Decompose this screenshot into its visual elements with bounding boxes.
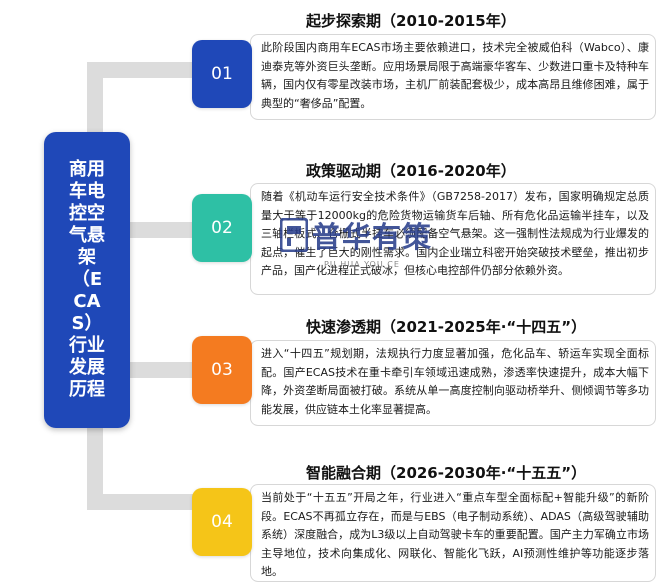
stage-02-title: 政策驱动期（2016-2020年）: [306, 162, 516, 180]
central-title: 商用车电控空气悬架（ECAS）行业发展历程: [69, 159, 105, 400]
stage-01-title: 起步探索期（2010-2015年）: [306, 12, 516, 30]
connector-branch-01: [87, 62, 194, 78]
stage-03-number: 03: [211, 360, 233, 380]
connector-branch-04: [87, 494, 194, 510]
central-title-box: 商用车电控空气悬架（ECAS）行业发展历程: [44, 132, 130, 428]
stage-04-number-box: 04: [192, 488, 252, 556]
stage-02-description: 随着《机动车运行安全技术条件》（GB7258-2017）发布，国家明确规定总质量…: [250, 183, 656, 295]
stage-02-number-box: 02: [192, 194, 252, 262]
stage-01-number-box: 01: [192, 40, 252, 108]
stage-04-number: 04: [211, 512, 233, 532]
stage-01-number: 01: [211, 64, 233, 84]
stage-03-description: 进入“十四五”规划期，法规执行力度显著加强，危化品车、轿运车实现全面标配。国产E…: [250, 340, 656, 426]
stage-02-number: 02: [211, 218, 233, 238]
stage-01-description: 此阶段国内商用车ECAS市场主要依赖进口，技术完全被威伯科（Wabco）、康迪泰…: [250, 34, 656, 120]
stage-03-title: 快速渗透期（2021-2025年·“十四五”）: [306, 318, 587, 336]
stage-04-title: 智能融合期（2026-2030年·“十五五”）: [306, 464, 587, 482]
stage-03-number-box: 03: [192, 336, 252, 404]
stage-04-description: 当前处于“十五五”开局之年，行业进入“重点车型全面标配+智能升级”的新阶段。EC…: [250, 484, 656, 582]
